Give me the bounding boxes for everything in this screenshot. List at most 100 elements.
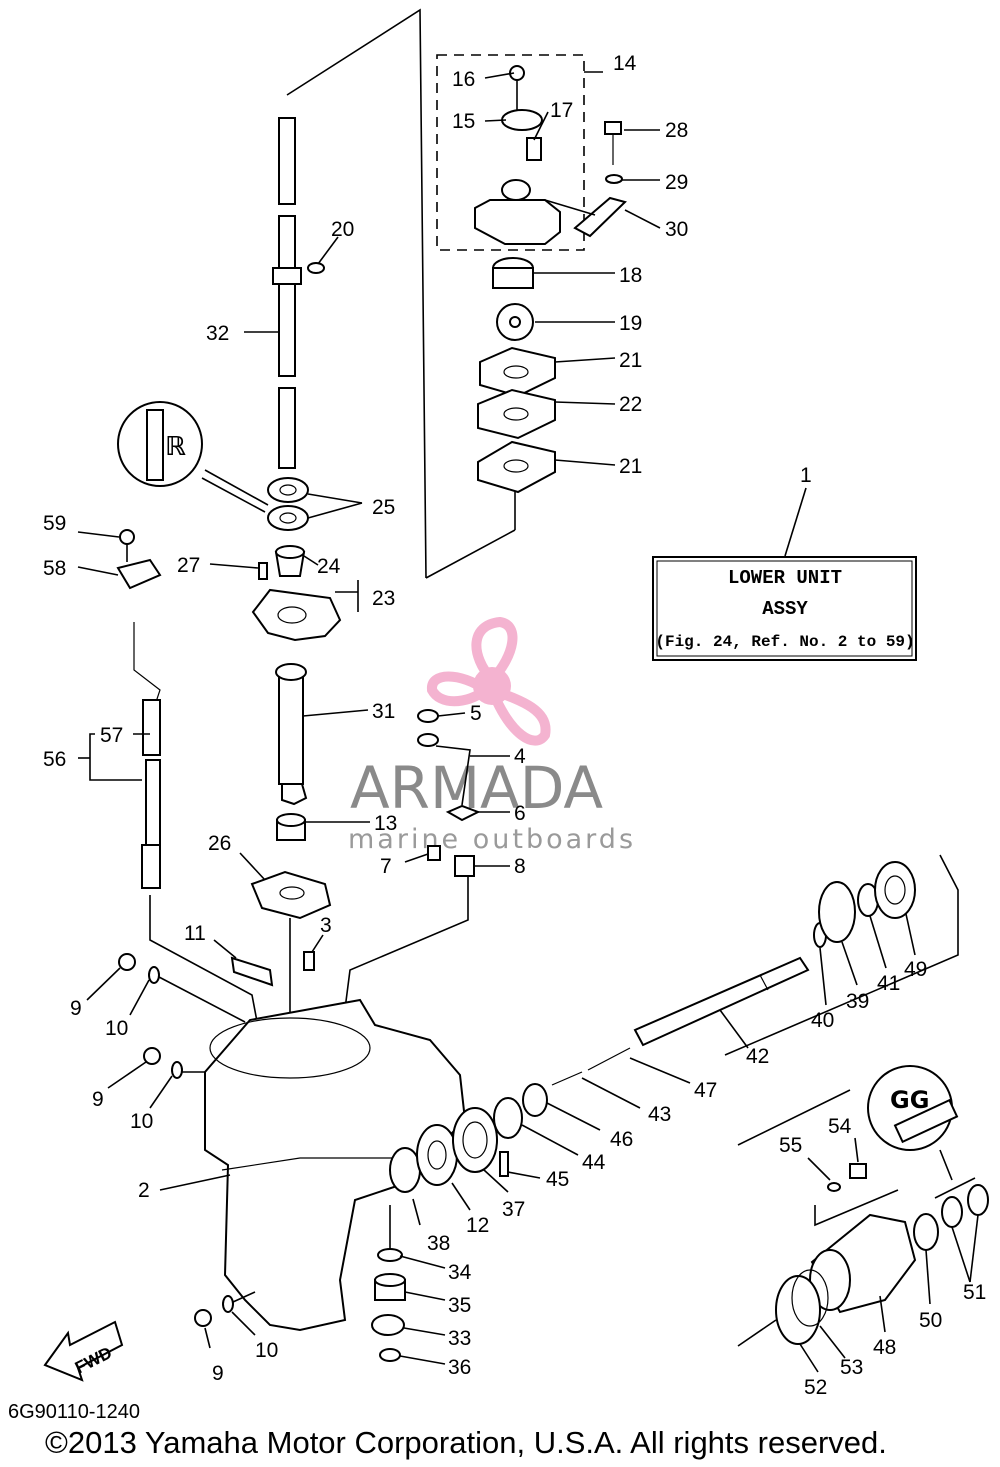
callout-54: 54 bbox=[828, 1115, 852, 1138]
callout-57: 57 bbox=[100, 724, 123, 747]
callout-14: 14 bbox=[613, 52, 637, 75]
grommet-4-top bbox=[417, 733, 439, 747]
callout-5: 5 bbox=[470, 702, 482, 725]
bearing-49-part bbox=[874, 861, 916, 919]
plunger-43-part bbox=[551, 1071, 583, 1086]
callout-15: 15 bbox=[452, 110, 475, 133]
inset-pointer-line bbox=[204, 469, 269, 506]
callout-leader bbox=[483, 1169, 509, 1193]
callout-leader bbox=[311, 934, 324, 953]
callout-1: 1 bbox=[800, 464, 812, 487]
callout-leader bbox=[437, 712, 466, 717]
callout-40: 40 bbox=[811, 1009, 834, 1032]
shaft-reference-line bbox=[286, 8, 427, 579]
assembly-label-box: LOWER UNIT ASSY (Fig. 24, Ref. No. 2 to … bbox=[652, 487, 917, 661]
callout-leader bbox=[403, 1327, 446, 1336]
callout-6: 6 bbox=[514, 802, 526, 825]
shift-rod-56-part bbox=[145, 759, 161, 847]
callout-18: 18 bbox=[619, 264, 642, 287]
callout-23: 23 bbox=[372, 587, 395, 610]
callout-numbers: 1 2 3 4 5 6 7 8 9 9 9 10 10 10 11 12 13 … bbox=[43, 52, 986, 1399]
callout-53: 53 bbox=[840, 1356, 863, 1379]
lower-case-top-deck bbox=[209, 1017, 371, 1079]
callout-leader bbox=[905, 913, 916, 956]
callout-leader bbox=[204, 1327, 211, 1349]
seal-8-part bbox=[454, 855, 475, 877]
callout-leader bbox=[554, 459, 616, 466]
shift-rod-spring-57 bbox=[142, 699, 161, 756]
callout-50: 50 bbox=[919, 1309, 942, 1332]
callout-leader bbox=[239, 852, 266, 881]
callout-leader bbox=[841, 941, 858, 986]
callout-2: 2 bbox=[138, 1179, 150, 1202]
pump-housing-part bbox=[474, 199, 561, 245]
callout-leader bbox=[89, 733, 142, 781]
callout-58: 58 bbox=[43, 557, 66, 580]
water-tube-4-part bbox=[435, 745, 471, 806]
callout-55: 55 bbox=[779, 1134, 802, 1157]
callout-leader bbox=[629, 1057, 691, 1084]
callout-45: 45 bbox=[546, 1168, 569, 1191]
inset-shaft bbox=[893, 1098, 959, 1144]
callout-leader bbox=[159, 1174, 231, 1191]
drive-shaft-32-lower bbox=[278, 387, 296, 469]
callout-leader bbox=[302, 709, 369, 717]
callout-9-lower: 9 bbox=[212, 1362, 224, 1385]
callout-37: 37 bbox=[502, 1198, 525, 1221]
assembly-label-line2: ASSY bbox=[762, 598, 808, 620]
callout-leader bbox=[335, 580, 359, 612]
leader-line bbox=[232, 1291, 256, 1303]
callout-32: 32 bbox=[206, 322, 229, 345]
gasket-21-lower-part bbox=[477, 440, 556, 494]
diagram-code: 6G90110-1240 bbox=[8, 1401, 140, 1423]
callout-leader bbox=[507, 1171, 541, 1179]
callout-leader bbox=[317, 236, 339, 265]
callout-19: 19 bbox=[619, 312, 642, 335]
bearing-35-top bbox=[374, 1273, 406, 1287]
water-tube-group bbox=[339, 709, 481, 1049]
callout-13: 13 bbox=[374, 812, 397, 835]
callout-59: 59 bbox=[43, 512, 66, 535]
bearing-50-part bbox=[913, 1213, 939, 1251]
washer-10-lower-part bbox=[222, 1295, 234, 1313]
pin-45-part bbox=[499, 1151, 509, 1177]
oil-seal-51a-part bbox=[941, 1196, 963, 1228]
callout-leader bbox=[925, 1249, 931, 1305]
callout-leader bbox=[799, 1343, 819, 1373]
callout-56: 56 bbox=[43, 748, 66, 771]
bolt-7-part bbox=[427, 845, 441, 861]
gasket-21-upper-part bbox=[479, 346, 556, 398]
leader-line bbox=[784, 487, 807, 557]
pin-27-part bbox=[258, 562, 268, 580]
nut-36-part bbox=[379, 1348, 401, 1362]
callout-leader bbox=[521, 1124, 579, 1156]
washer-10-mid-part bbox=[171, 1061, 183, 1079]
callout-34: 34 bbox=[448, 1261, 472, 1284]
callout-leader bbox=[149, 1075, 173, 1109]
bearing-49-bore bbox=[884, 875, 906, 905]
callout-20: 20 bbox=[331, 218, 354, 241]
callout-leader bbox=[969, 1214, 979, 1283]
shim-38-part bbox=[389, 1147, 421, 1193]
washer-55-part bbox=[827, 1182, 841, 1192]
callout-25: 25 bbox=[372, 496, 395, 519]
callout-3: 3 bbox=[320, 914, 332, 937]
bearing-25-upper-part bbox=[267, 477, 309, 503]
bolt-54-part bbox=[849, 1163, 867, 1179]
shift-rod-cam bbox=[141, 844, 161, 889]
callout-41: 41 bbox=[877, 972, 900, 995]
callout-leader bbox=[819, 947, 827, 1006]
callout-36: 36 bbox=[448, 1356, 471, 1379]
propeller-logo-icon bbox=[427, 616, 551, 746]
plate-11-part bbox=[230, 956, 274, 987]
callout-48: 48 bbox=[873, 1336, 896, 1359]
callout-49: 49 bbox=[904, 958, 927, 981]
bracket-line bbox=[934, 1177, 976, 1199]
callout-27: 27 bbox=[177, 554, 200, 577]
o-ring-52-part bbox=[775, 1275, 821, 1345]
bearing-12-bore bbox=[427, 1140, 447, 1170]
fwd-arrow-icon bbox=[43, 1320, 124, 1382]
callout-17: 17 bbox=[550, 99, 573, 122]
callout-39: 39 bbox=[846, 990, 869, 1013]
callout-leader bbox=[404, 1291, 446, 1301]
